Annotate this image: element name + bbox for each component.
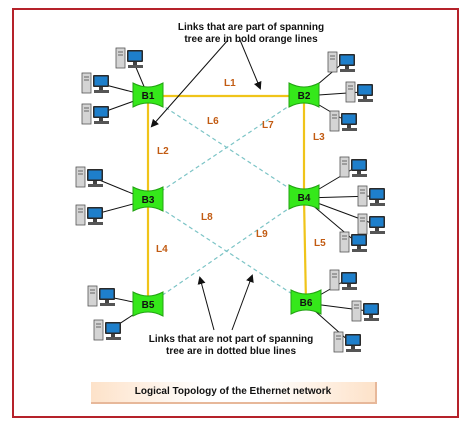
arrow-to-l1 <box>239 39 262 90</box>
bridge-label-b2: B2 <box>298 91 311 102</box>
computer-icon <box>81 103 109 125</box>
link-label-l5: L5 <box>314 238 326 249</box>
arrow-to-l9 <box>231 274 254 331</box>
link-label-l6: L6 <box>207 116 219 127</box>
link-label-l1: L1 <box>224 78 236 89</box>
bridge-b1: B1 <box>132 82 164 108</box>
spanning-tree-note: Links that are part of spanning tree are… <box>177 22 325 45</box>
computer-icon <box>87 285 115 307</box>
computer-icon <box>329 110 357 132</box>
computer-icon <box>329 269 357 291</box>
computer-icon <box>339 231 367 253</box>
computer-icon <box>345 81 373 103</box>
link-l6 <box>147 95 305 199</box>
bridge-label-b5: B5 <box>142 300 155 311</box>
computer-icon <box>115 47 143 69</box>
computer-icon <box>75 166 103 188</box>
bridge-b3: B3 <box>132 186 164 212</box>
bridge-label-b3: B3 <box>142 195 155 206</box>
link-label-l2: L2 <box>157 146 169 157</box>
computer-icon <box>351 300 379 322</box>
link-l7 <box>147 95 305 201</box>
link-label-l4: L4 <box>156 244 168 255</box>
arrow-to-l2 <box>150 39 229 128</box>
computer-icon <box>75 204 103 226</box>
computer-icon <box>357 185 385 207</box>
computer-icon <box>333 331 361 353</box>
bridge-b4: B4 <box>288 184 320 210</box>
non-spanning-note: Links that are not part of spanning tree… <box>148 334 314 357</box>
arrow-to-l8 <box>197 276 215 331</box>
bridge-b6: B6 <box>290 289 322 315</box>
link-label-l9: L9 <box>256 229 268 240</box>
bridge-b5: B5 <box>132 291 164 317</box>
bridge-b2: B2 <box>288 82 320 108</box>
diagram-caption: Logical Topology of the Ethernet network <box>91 382 377 404</box>
bridge-label-b6: B6 <box>300 298 313 309</box>
computer-icon <box>357 213 385 235</box>
link-l5 <box>302 197 308 304</box>
computer-icon <box>81 72 109 94</box>
bridge-label-b1: B1 <box>142 91 155 102</box>
link-label-l8: L8 <box>201 212 213 223</box>
computer-icon <box>93 319 121 341</box>
bridge-label-b4: B4 <box>298 193 311 204</box>
computer-icon <box>327 51 355 73</box>
link-label-l3: L3 <box>313 132 325 143</box>
link-label-l7: L7 <box>262 120 274 131</box>
link-l9 <box>147 197 305 306</box>
computer-icon <box>339 156 367 178</box>
